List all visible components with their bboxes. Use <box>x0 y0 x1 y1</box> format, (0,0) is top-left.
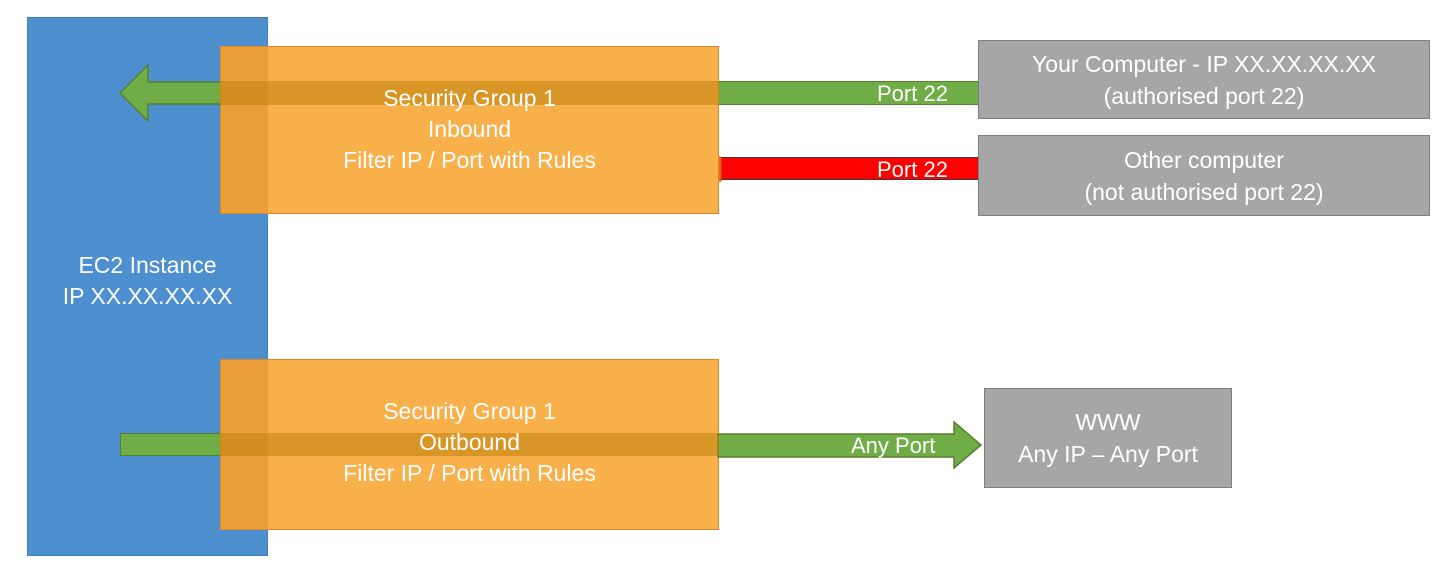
inbound-blocked-port-label: Port 22 <box>877 157 948 182</box>
endpoint-www: WWW Any IP – Any Port <box>984 388 1232 488</box>
inbound-allowed-port-label: Port 22 <box>877 81 948 106</box>
security-group-outbound-box: Security Group 1 Outbound Filter IP / Po… <box>220 359 719 530</box>
security-group-inbound-box: Security Group 1 Inbound Filter IP / Por… <box>220 46 719 214</box>
endpoint-your-computer: Your Computer - IP XX.XX.XX.XX (authoris… <box>978 40 1430 119</box>
endpoint-other-computer: Other computer (not authorised port 22) <box>978 135 1430 216</box>
outbound-allowed-port-label: Any Port <box>851 433 936 458</box>
ec2-instance-label: EC2 Instance IP XX.XX.XX.XX <box>62 252 233 309</box>
inbound-allowed-flow-bar <box>718 81 980 105</box>
outbound-allowed-arrow-to-www <box>717 420 983 470</box>
